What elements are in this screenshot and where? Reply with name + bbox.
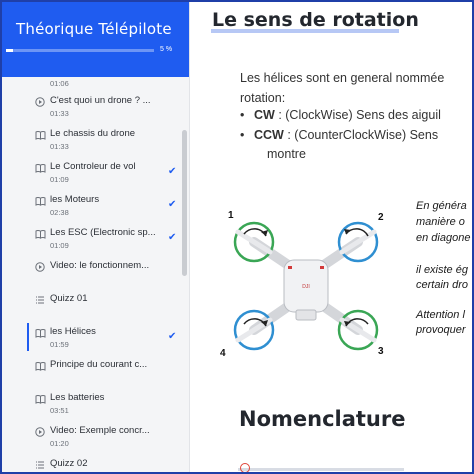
lesson-duration: 03:51 (50, 406, 69, 415)
ccw-continuation: montre (267, 147, 306, 161)
sidebar-header: Théorique Télépilote 5 % (2, 2, 189, 77)
lesson-title: Les batteries (50, 392, 105, 403)
page-title: Le sens de rotation (212, 9, 419, 31)
book-icon (35, 361, 46, 371)
lesson-title: Video: le fonctionnem... (50, 260, 150, 271)
lesson-title: Le Controleur de vol (50, 161, 136, 172)
course-progress-bar (6, 49, 154, 52)
book-icon (35, 394, 46, 404)
cw-text: : (ClockWise) Sens des aiguil (278, 108, 441, 122)
lesson-item[interactable]: Quizz 01 (2, 288, 182, 321)
motor-number-2: 2 (378, 212, 384, 223)
lesson-item[interactable]: Video: le fonctionnem... (2, 255, 182, 288)
lesson-title: Quizz 02 (50, 458, 88, 469)
active-indicator (27, 323, 29, 351)
completed-check-icon: ✔ (168, 331, 177, 342)
bullet-dot: • (240, 108, 245, 122)
lesson-duration: 02:38 (50, 208, 69, 217)
lesson-duration: 01:33 (50, 109, 69, 118)
sidebar-scrollbar[interactable] (182, 130, 187, 276)
lesson-item[interactable]: C'est quoi un drone ? ... 01:33 (2, 90, 182, 123)
motor-ring-4 (233, 309, 275, 351)
lesson-item[interactable]: Video: Exemple concr... 01:20 (2, 420, 182, 453)
course-sidebar: Théorique Télépilote 5 % 01:06 C'est quo… (2, 2, 190, 472)
record-icon (240, 463, 250, 472)
intro-line-1: Les hélices sont en general nommée (240, 71, 445, 85)
lesson-content: Le sens de rotation Les hélices sont en … (190, 2, 472, 472)
book-icon (35, 196, 46, 206)
lesson-duration: 01:33 (50, 142, 69, 151)
lesson-first-duration: 01:06 (2, 77, 182, 90)
course-title[interactable]: Théorique Télépilote (16, 20, 172, 38)
drone-brand: DJI (302, 284, 310, 290)
play-circle-icon (35, 262, 45, 272)
drone-rotation-diagram: DJI 1 2 3 4 (220, 210, 384, 359)
lesson-item[interactable]: Le Controleur de vol 01:09 ✔ (2, 156, 182, 189)
motor-ring-1 (233, 221, 275, 263)
motor-ring-2 (337, 221, 379, 263)
ccw-abbr: CCW (254, 128, 284, 142)
lesson-item[interactable]: les Hélices 01:59 ✔ (2, 321, 182, 354)
lesson-duration: 01:09 (50, 241, 69, 250)
lesson-duration: 01:06 (50, 79, 69, 88)
quiz-list-icon (35, 295, 45, 305)
lesson-item[interactable]: Le chassis du drone 01:33 (2, 123, 182, 156)
course-progress-fill (6, 49, 14, 52)
lesson-title: Le chassis du drone (50, 128, 136, 139)
lesson-title: les Moteurs (50, 194, 100, 205)
motor-ring-3 (337, 309, 379, 351)
book-icon (35, 229, 46, 239)
lesson-duration: 01:20 (50, 439, 69, 448)
next-block-divider (238, 468, 404, 471)
lesson-item[interactable]: Les batteries 03:51 (2, 387, 182, 420)
lesson-title: Principe du courant c... (50, 359, 148, 370)
side-note-line: certain dro (416, 279, 468, 291)
bullet-cw: • CW : (ClockWise) Sens des aiguil (240, 108, 441, 122)
lesson-duration: 01:59 (50, 340, 69, 349)
side-note-line: en diagone (416, 232, 471, 244)
play-circle-icon (35, 427, 45, 437)
completed-check-icon: ✔ (168, 166, 177, 177)
lesson-item[interactable]: Les ESC (Electronic sp... 01:09 ✔ (2, 222, 182, 255)
play-circle-icon (35, 97, 45, 107)
motor-number-4: 4 (220, 348, 226, 359)
bullet-ccw: • CCW : (CounterClockWise) Sens (240, 128, 439, 142)
completed-check-icon: ✔ (168, 232, 177, 243)
lesson-title: les Hélices (50, 326, 96, 337)
course-progress-percent: 5 % (160, 46, 173, 53)
intro-paragraph: Les hélices sont en general nommée rotat… (240, 68, 444, 108)
completed-check-icon: ✔ (168, 199, 177, 210)
lesson-title: Video: Exemple concr... (50, 425, 150, 436)
lesson-title: Les ESC (Electronic sp... (50, 227, 156, 238)
bullet-dot: • (240, 128, 245, 142)
motor-number-1: 1 (228, 210, 234, 221)
quiz-list-icon (35, 460, 45, 470)
ccw-text: : (CounterClockWise) Sens (287, 128, 439, 142)
book-icon (35, 130, 46, 140)
side-note-line: Attention l (416, 309, 465, 321)
intro-line-2: rotation: (240, 91, 286, 105)
lesson-item[interactable]: Quizz 02 (2, 453, 182, 472)
side-note-line: manière o (416, 216, 465, 228)
title-underline (211, 29, 399, 33)
section-heading: Nomenclature (239, 407, 406, 431)
book-icon (35, 328, 46, 338)
side-note-line: il existe ég (416, 264, 468, 276)
motor-number-3: 3 (378, 346, 384, 357)
lesson-item[interactable]: les Moteurs 02:38 ✔ (2, 189, 182, 222)
lesson-title: C'est quoi un drone ? ... (50, 95, 151, 106)
book-icon (35, 163, 46, 173)
lesson-duration: 01:09 (50, 175, 69, 184)
side-note-line: provoquer (416, 324, 466, 336)
side-note-line: En généra (416, 200, 467, 212)
lesson-title: Quizz 01 (50, 293, 88, 304)
lesson-item[interactable]: Principe du courant c... (2, 354, 182, 387)
cw-abbr: CW (254, 108, 275, 122)
